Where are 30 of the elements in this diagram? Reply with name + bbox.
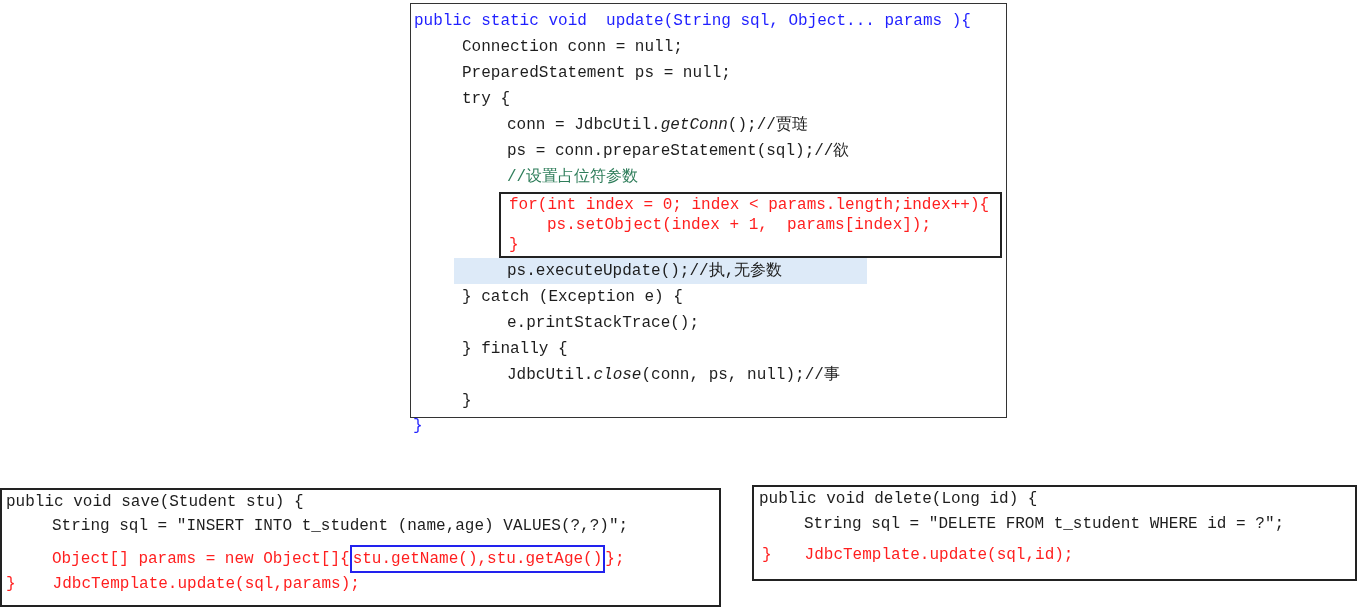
code-line: conn = JdbcUtil.getConn();//贾琏 [506,115,809,136]
code-line: e.printStackTrace(); [506,313,701,334]
code-line: ps = conn.prepareStatement(sql);//欲 [506,141,851,162]
code-line: Object[] params = new Object[]{ [52,549,350,570]
code-line: } [413,417,423,435]
code-line: } finally { [461,339,569,360]
code-line: public void delete(Long id) { [758,489,1039,510]
code-line: ps.setObject(index + 1, params[index]); [546,215,933,235]
code-line: Connection conn = null; [461,37,684,58]
code-line: for(int index = 0; index < params.length;index++){ [508,195,991,215]
code-line: String sql = "DELETE FROM t_student WHERE id = ?"; [803,514,1286,535]
code-line: JdbcUtil.close(conn, ps, null);//事 [506,365,841,386]
code-line: }; [605,549,625,570]
code-line: } catch (Exception e) { [461,287,684,308]
code-line: stu.getName(),stu.getAge() [352,549,603,570]
code-line: JdbcTemplate.update(sql,id); [804,545,1074,566]
code-line: //设置占位符参数 [506,167,640,188]
code-line: public static void update(String sql, Object... params ){ [413,11,972,32]
code-line: String sql = "INSERT INTO t_student (name,age) VALUES(?,?)"; [51,516,630,537]
code-line: } [508,235,520,255]
code-line: JdbcTemplate.update(sql,params); [52,574,360,595]
code-line: PreparedStatement ps = null; [461,63,732,84]
code-box [752,485,1357,581]
code-box [0,488,721,607]
code-line: } [6,574,16,595]
code-box [499,192,1002,258]
code-line: } [461,391,473,412]
code-line: } [762,545,772,566]
code-line: public void save(Student stu) { [5,492,305,513]
code-line: try { [461,89,511,110]
